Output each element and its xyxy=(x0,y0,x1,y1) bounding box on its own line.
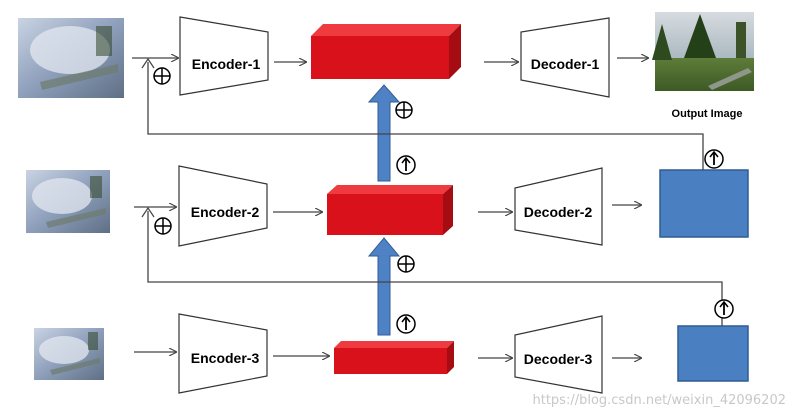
output-box-2 xyxy=(659,169,749,238)
feature-block-1 xyxy=(311,24,461,79)
plus-circle-icon xyxy=(397,255,415,273)
decoder-3: Decoder-3 xyxy=(514,315,603,394)
upsample-arrow-3-to-2 xyxy=(367,237,401,336)
feature-block-3 xyxy=(334,341,454,374)
svg-text:Decoder-2: Decoder-2 xyxy=(524,204,593,220)
plus-circle-icon xyxy=(154,217,172,235)
up-arrow-circle-icon xyxy=(396,155,416,175)
svg-text:Encoder-3: Encoder-3 xyxy=(191,350,260,366)
flow-arrows xyxy=(132,58,648,358)
watermark: https://blog.csdn.net/weixin_42096202 xyxy=(532,393,786,408)
output-box-3 xyxy=(677,325,749,382)
input-image-1 xyxy=(18,18,124,98)
svg-text:Decoder-1: Decoder-1 xyxy=(531,56,600,72)
up-arrow-circle-icon xyxy=(396,314,416,334)
svg-text:Decoder-3: Decoder-3 xyxy=(524,351,593,367)
input-image-3 xyxy=(34,328,104,380)
output-image xyxy=(652,12,754,91)
input-image-2 xyxy=(26,170,110,233)
decoder-2: Decoder-2 xyxy=(514,167,603,246)
output-image-label: Output Image xyxy=(672,108,743,120)
svg-text:Encoder-2: Encoder-2 xyxy=(191,204,260,220)
encoder-3: Encoder-3 xyxy=(178,313,268,394)
upsample-arrow-2-to-1 xyxy=(367,84,401,182)
encoder-1: Encoder-1 xyxy=(179,16,269,96)
decoder-1: Decoder-1 xyxy=(520,17,610,98)
encoder-2: Encoder-2 xyxy=(178,165,268,247)
up-arrow-circle-icon xyxy=(714,299,734,319)
plus-circle-icon xyxy=(395,101,413,119)
svg-text:Encoder-1: Encoder-1 xyxy=(192,56,261,72)
feedback-path-2-to-1 xyxy=(141,57,704,170)
up-arrow-circle-icon xyxy=(704,149,724,169)
feature-block-2 xyxy=(327,185,453,235)
plus-circle-icon xyxy=(153,67,171,85)
